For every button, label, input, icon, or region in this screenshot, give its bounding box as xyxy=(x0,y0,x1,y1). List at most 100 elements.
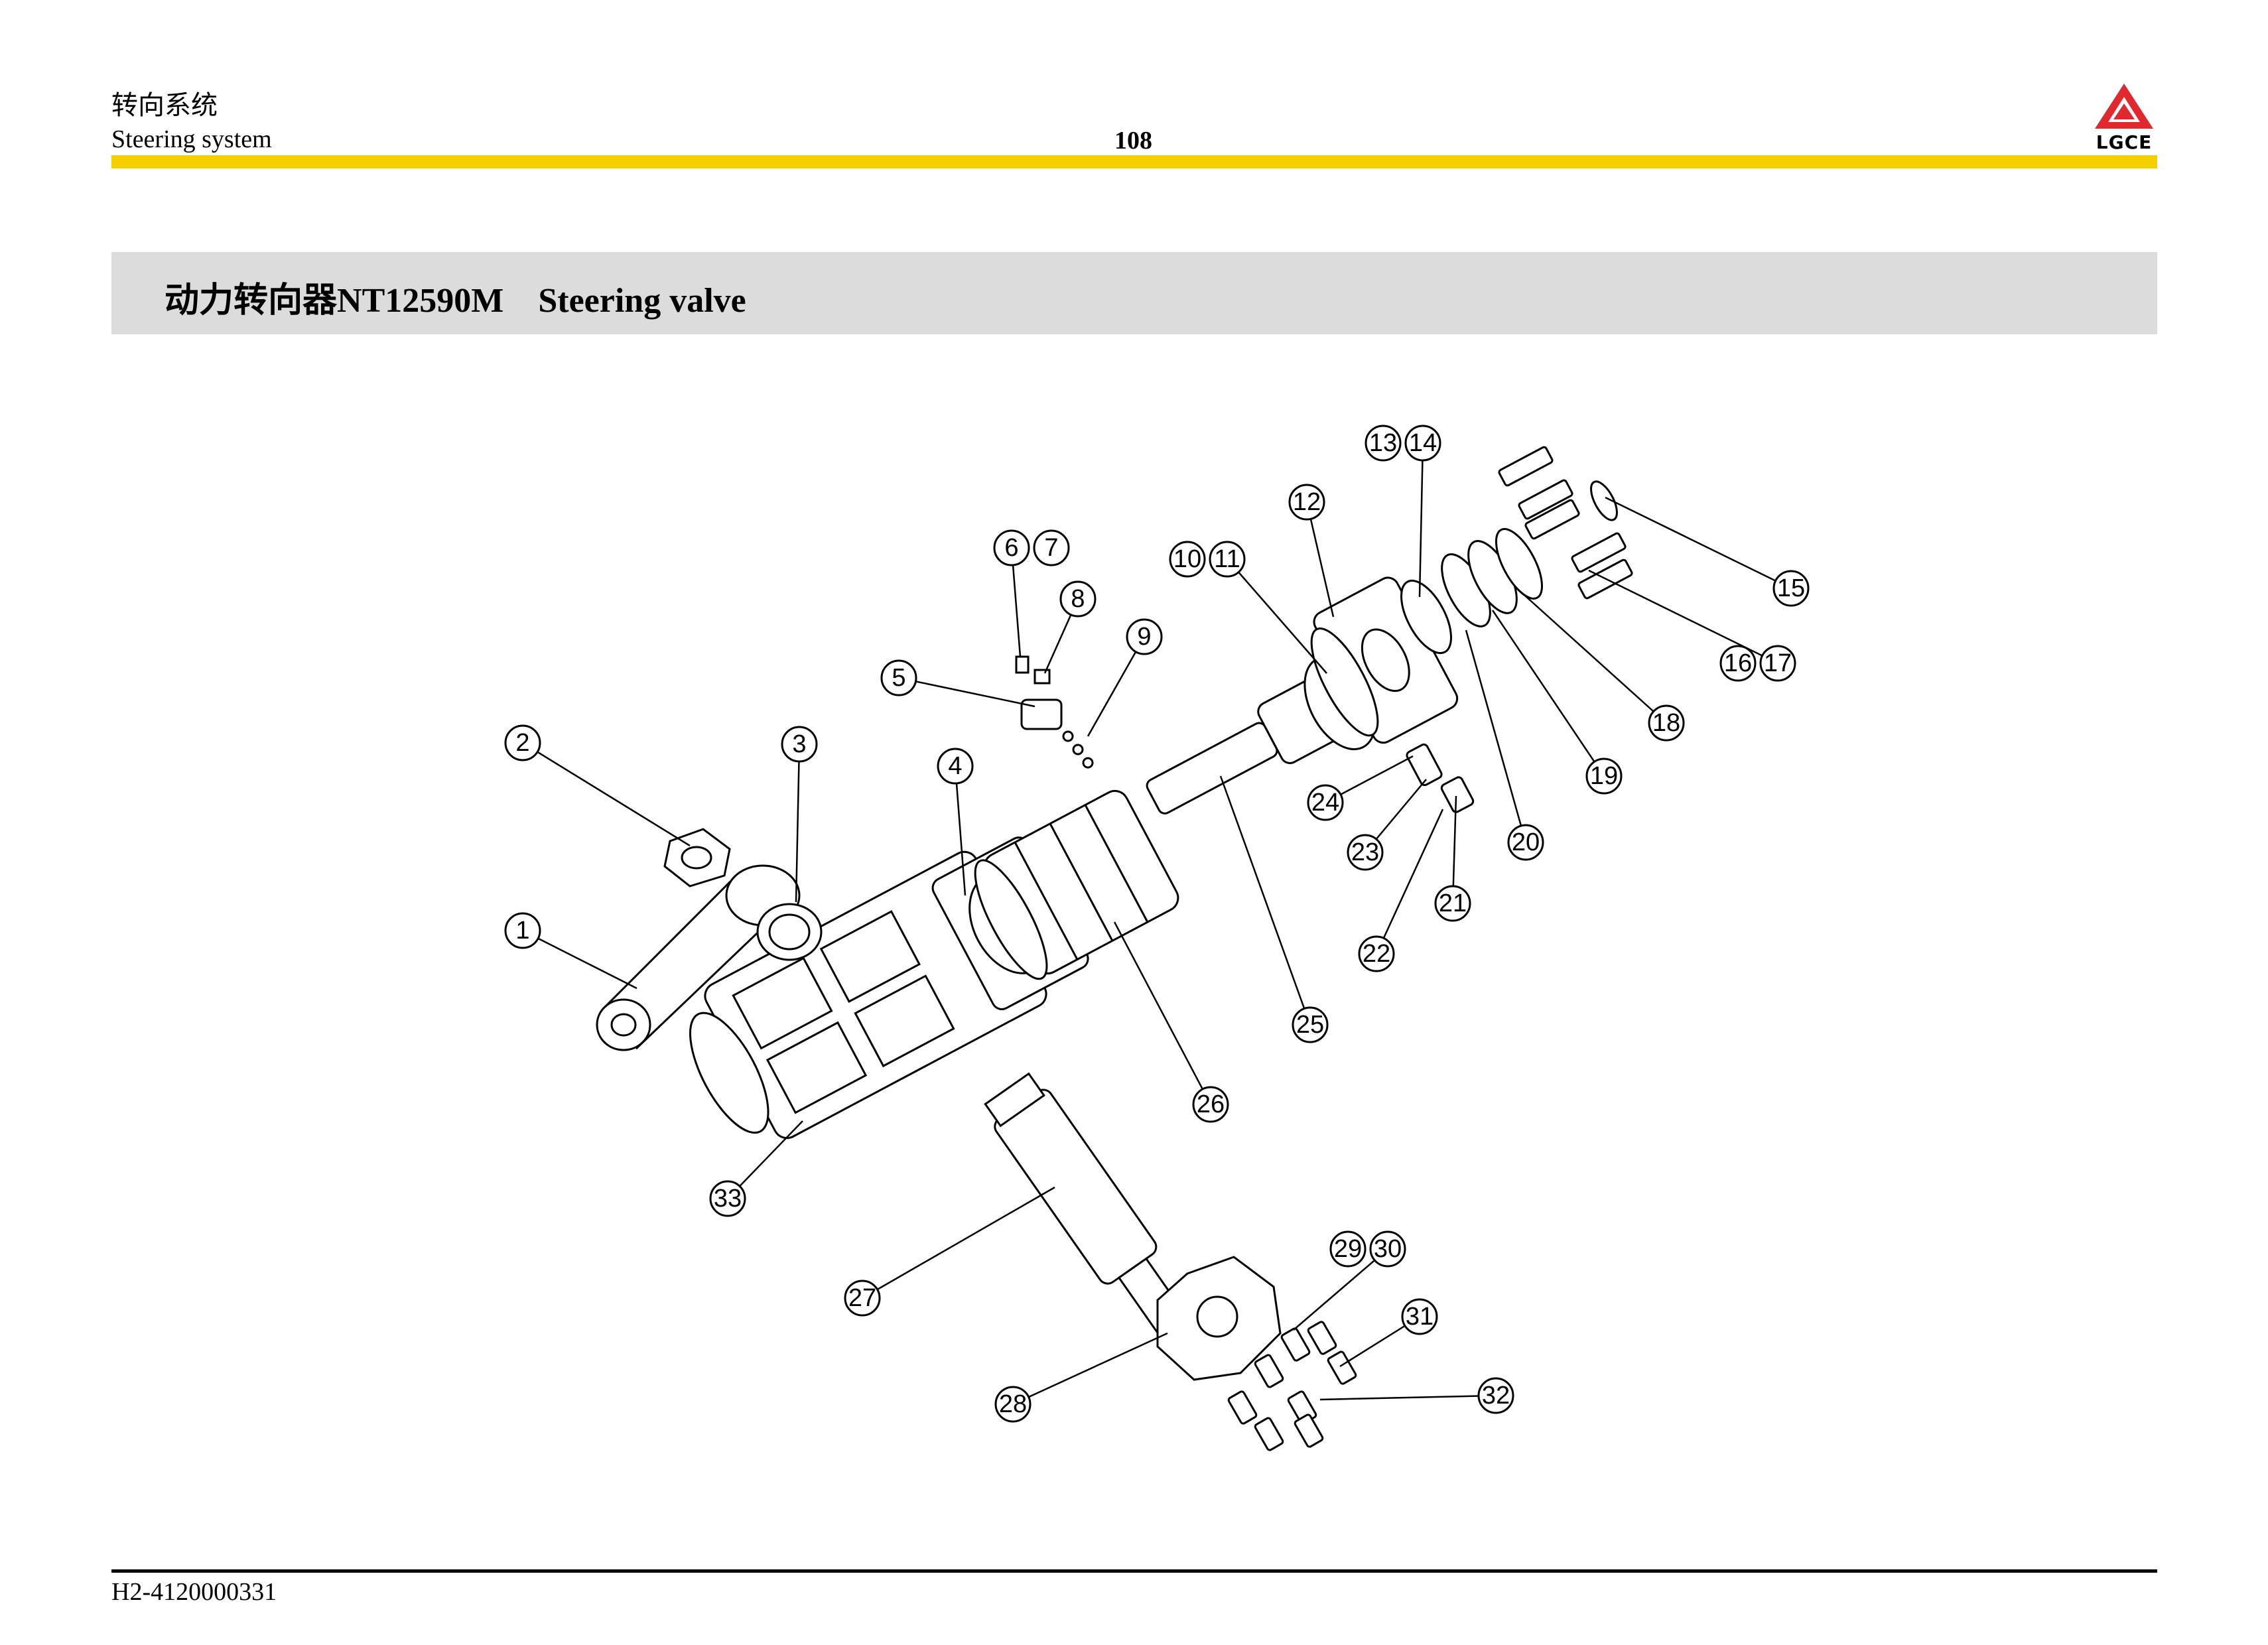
callout-circle xyxy=(1507,824,1544,861)
callout-28: 28 xyxy=(994,1332,1168,1423)
callout-number: 12 xyxy=(1293,488,1321,516)
part-washer xyxy=(1034,669,1051,685)
leader-line xyxy=(1588,569,1778,665)
parts xyxy=(596,446,1633,1451)
part-valve-sleeve xyxy=(974,789,1179,980)
part-relief-valve xyxy=(1406,743,1443,787)
callout-number: 16 xyxy=(1724,649,1752,677)
section-title-cn: 转向系统 xyxy=(111,90,218,121)
callout-14: 14 xyxy=(1404,425,1441,598)
part-coupling-bolts xyxy=(1227,1321,1357,1451)
section-title-en: Steering system xyxy=(111,125,272,153)
callout-circle xyxy=(1365,425,1402,462)
callout-number: 5 xyxy=(892,664,905,692)
callout-number: 2 xyxy=(515,729,529,757)
callout-4: 4 xyxy=(937,748,974,896)
leader-line xyxy=(1305,501,1335,618)
callout-number: 29 xyxy=(1334,1235,1362,1263)
callout-24: 24 xyxy=(1307,755,1414,821)
document-code: H2-4120000331 xyxy=(111,1578,277,1606)
callout-21: 21 xyxy=(1434,795,1471,922)
part-valve-plug xyxy=(1440,776,1475,813)
callout-circle xyxy=(1585,757,1623,795)
part-seal-inner xyxy=(768,913,811,951)
callout-16: 16 xyxy=(1719,645,1757,682)
callout-19: 19 xyxy=(1491,610,1623,795)
leader-line xyxy=(522,929,637,990)
leader-line xyxy=(1605,496,1792,590)
callout-number: 10 xyxy=(1173,545,1201,573)
callout-26: 26 xyxy=(1113,921,1229,1123)
callout-number: 13 xyxy=(1369,429,1397,457)
callout-number: 9 xyxy=(1137,623,1151,651)
callout-number: 25 xyxy=(1296,1011,1324,1039)
callout-number: 27 xyxy=(848,1284,876,1312)
callout-10: 10 xyxy=(1169,541,1206,578)
callout-32: 32 xyxy=(1319,1377,1514,1414)
leader-line xyxy=(862,1186,1055,1299)
callout-circle xyxy=(1169,541,1206,578)
callout-number: 23 xyxy=(1351,838,1379,866)
callout-31: 31 xyxy=(1339,1298,1438,1368)
callout-number: 17 xyxy=(1764,649,1792,677)
title-band: 动力转向器NT12590M Steering valve xyxy=(111,252,2157,334)
callout-circle xyxy=(1404,425,1441,462)
callout-number: 18 xyxy=(1652,709,1680,737)
callout-circle xyxy=(1719,645,1757,682)
callout-30: 30 xyxy=(1293,1230,1406,1331)
callout-number: 14 xyxy=(1409,429,1437,457)
callout-circle xyxy=(880,659,917,696)
leader-line xyxy=(1012,1332,1168,1406)
part-snap-ring xyxy=(1590,480,1618,521)
callout-circle xyxy=(1307,784,1344,821)
leader-line xyxy=(1491,610,1605,777)
callout-circle xyxy=(1292,1006,1329,1043)
callout-2: 2 xyxy=(504,724,691,847)
callout-circle xyxy=(709,1180,746,1217)
callout-circle xyxy=(1033,529,1070,566)
callout-number: 28 xyxy=(999,1390,1027,1418)
callout-22: 22 xyxy=(1358,809,1444,972)
callout-number: 32 xyxy=(1482,1382,1510,1410)
callout-number: 15 xyxy=(1777,574,1805,602)
callout-number: 1 xyxy=(515,917,529,945)
callout-number: 24 xyxy=(1311,789,1339,817)
callout-17: 17 xyxy=(1588,569,1796,682)
callout-29: 29 xyxy=(1329,1230,1367,1268)
callout-number: 19 xyxy=(1590,762,1618,790)
callout-7: 7 xyxy=(1033,529,1070,566)
callout-circle xyxy=(504,912,541,949)
leader-line xyxy=(1087,636,1146,737)
callout-13: 13 xyxy=(1365,425,1402,462)
callout-circle xyxy=(1059,580,1097,618)
callout-circle xyxy=(1369,1230,1406,1268)
leader-line xyxy=(1418,442,1424,598)
leader-line xyxy=(522,742,691,847)
part-ball xyxy=(1062,730,1074,742)
callout-circle xyxy=(1329,1230,1367,1268)
page-number: 108 xyxy=(1114,127,1152,155)
callout-12: 12 xyxy=(1288,484,1335,618)
callout-circle xyxy=(1192,1086,1229,1123)
callout-number: 22 xyxy=(1363,940,1390,968)
leader-line xyxy=(1293,1248,1388,1331)
title-en: Steering valve xyxy=(538,282,746,320)
callout-circle xyxy=(1358,935,1395,972)
part-coupling-hub xyxy=(1196,1295,1238,1338)
part-cover xyxy=(1310,576,1459,744)
part-ball xyxy=(1072,744,1084,756)
header-accent-bar xyxy=(111,155,2157,168)
callout-3: 3 xyxy=(781,726,818,903)
callout-25: 25 xyxy=(1219,775,1329,1043)
part-plate-18 xyxy=(1495,528,1544,600)
title-model: NT12590M xyxy=(337,282,504,320)
callout-circle xyxy=(993,529,1030,566)
leader-line xyxy=(1113,921,1212,1105)
callout-number: 31 xyxy=(1406,1303,1434,1331)
callout-circle xyxy=(844,1280,881,1317)
callout-circle xyxy=(1288,484,1325,521)
callout-number: 20 xyxy=(1512,828,1540,856)
callout-11: 11 xyxy=(1209,541,1327,674)
diagram-title: 动力转向器NT12590M Steering valve xyxy=(165,272,746,322)
